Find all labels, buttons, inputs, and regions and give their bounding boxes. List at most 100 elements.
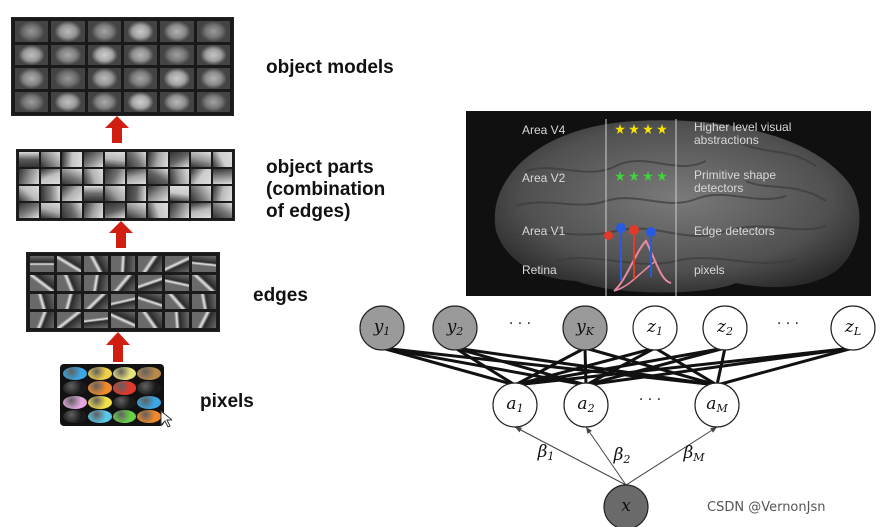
grid-cell — [191, 186, 211, 201]
output-node-label: z1 — [647, 317, 663, 338]
weight-label: β1 — [537, 442, 555, 463]
subscript: 2 — [587, 402, 595, 415]
grid-cell — [40, 203, 60, 218]
grid-cell — [62, 169, 82, 184]
network-nodes — [359, 305, 876, 527]
weight-label: β2 — [613, 445, 631, 466]
grid-cell — [112, 381, 137, 395]
grid-cell — [192, 293, 216, 310]
grid-cell — [15, 91, 49, 112]
grid-cell — [111, 293, 135, 310]
grid-cell — [196, 21, 230, 42]
retina-desc: pixels — [694, 263, 725, 277]
grid-cell — [40, 169, 60, 184]
grid-cell — [165, 274, 189, 291]
grid-cell — [191, 203, 211, 218]
grid-cell — [83, 169, 103, 184]
label-object-parts: object parts (combination of edges) — [266, 157, 386, 222]
subscript: 2 — [725, 325, 733, 338]
output-hidden-edge — [514, 346, 726, 387]
grid-cell — [83, 152, 103, 167]
brain-dot — [604, 231, 613, 240]
input-hidden-edge — [585, 426, 627, 486]
subscript: L — [853, 325, 862, 338]
brain-dot — [616, 223, 626, 233]
grid-cell — [63, 367, 87, 381]
grid-cell — [126, 203, 146, 218]
output-hidden-edge — [585, 346, 726, 387]
output-hidden-edge — [583, 347, 588, 386]
grid-cell — [148, 152, 168, 167]
subscript: 2 — [623, 453, 631, 466]
grid-cell — [123, 68, 158, 89]
brain-dot — [657, 171, 667, 181]
grid-cell — [62, 203, 82, 218]
grid-cell — [111, 274, 135, 291]
up-arrow-icon — [105, 116, 129, 143]
grid-cell — [19, 203, 39, 218]
grid-cell — [137, 381, 161, 395]
grid-cell — [165, 256, 189, 272]
grid-cell — [192, 274, 216, 291]
grid-cell — [169, 169, 189, 184]
brain-dot — [615, 171, 625, 181]
object-parts-grid — [16, 149, 235, 221]
grid-cell — [57, 256, 81, 272]
subscript: K — [585, 325, 594, 338]
object-models-grid — [11, 17, 234, 116]
grid-cell — [137, 409, 161, 423]
grid-cell — [51, 21, 85, 42]
grid-cell — [87, 91, 121, 112]
grid-cell — [84, 256, 108, 272]
grid-cell — [196, 44, 230, 65]
subscript: 1 — [383, 325, 391, 338]
grid-cell — [84, 293, 108, 310]
grid-cell — [138, 312, 162, 328]
subscript: 1 — [547, 450, 555, 463]
hidden-node-label: a1 — [506, 394, 524, 415]
output-node — [830, 305, 876, 351]
grid-cell — [105, 186, 125, 201]
grid-cell — [148, 186, 168, 201]
output-node-label: z2 — [717, 317, 733, 338]
grid-cell — [62, 152, 82, 167]
brain-dot — [643, 124, 653, 134]
grid-cell — [19, 169, 39, 184]
grid-cell — [87, 44, 121, 65]
grid-cell — [40, 186, 60, 201]
pixels-grid — [60, 364, 164, 426]
grid-cell — [160, 21, 194, 42]
grid-cell — [165, 293, 189, 310]
grid-cell — [126, 152, 146, 167]
grid-cell — [30, 274, 54, 291]
area-v4-label: Area V4 — [522, 123, 566, 137]
grid-cell — [30, 312, 54, 328]
output-node-label: y2 — [446, 317, 464, 338]
hidden-node — [492, 382, 538, 428]
output-node — [432, 305, 478, 351]
grid-cell — [126, 169, 146, 184]
brain-dots — [466, 111, 871, 296]
grid-cell — [112, 409, 137, 423]
area-v1-desc: Edge detectors — [694, 224, 775, 238]
grid-cell — [169, 203, 189, 218]
output-hidden-edge — [585, 346, 656, 387]
output-node — [562, 305, 608, 351]
grid-cell — [196, 68, 230, 89]
subscript: 1 — [516, 402, 524, 415]
grid-cell — [165, 312, 189, 328]
input-node-label: x — [621, 496, 631, 516]
grid-cell — [123, 21, 158, 42]
ellipsis: · · · — [776, 316, 800, 332]
hidden-node-label: aM — [706, 394, 728, 415]
grid-cell — [138, 256, 162, 272]
grid-cell — [63, 395, 87, 409]
output-node-label: y1 — [373, 317, 391, 338]
grid-cell — [138, 293, 162, 310]
grid-cell — [87, 409, 112, 423]
output-hidden-edge — [514, 346, 656, 387]
subscript: M — [693, 451, 705, 464]
brain-stem — [620, 229, 622, 281]
output-hidden-edge — [381, 346, 718, 387]
